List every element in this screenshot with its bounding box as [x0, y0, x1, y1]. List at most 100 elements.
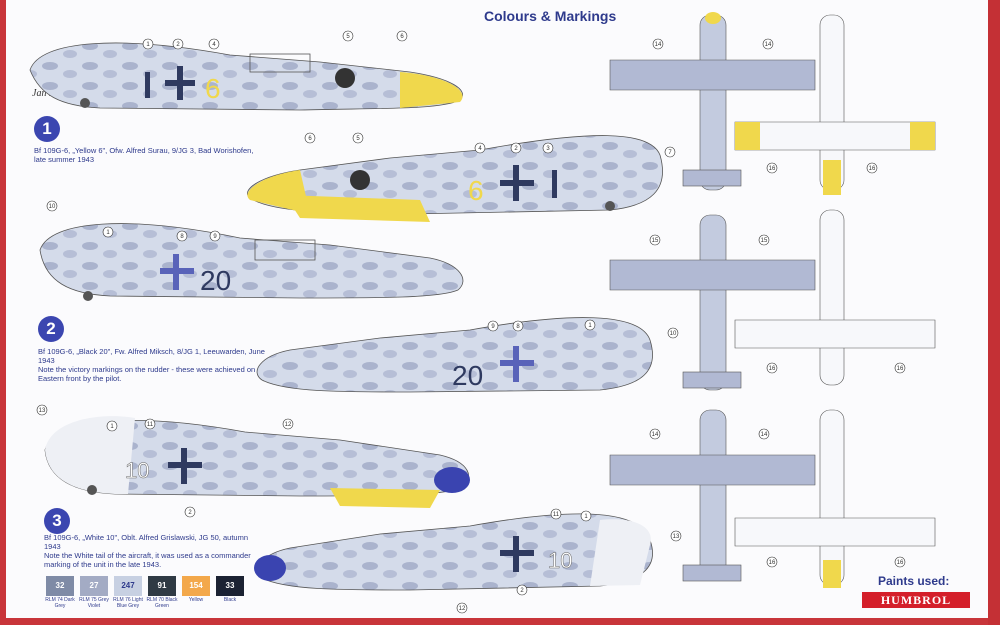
callout-number: 16	[769, 366, 776, 372]
callout-number: 16	[769, 560, 776, 566]
profile-3-right-side	[254, 513, 653, 591]
callout-number: 16	[769, 166, 776, 172]
callout-marker	[46, 200, 58, 212]
callout-marker	[652, 38, 664, 50]
callout-number: 1	[584, 514, 588, 520]
right-border	[988, 0, 1000, 625]
callout-marker	[510, 142, 522, 154]
callout-marker	[766, 362, 778, 374]
callout-number: 16	[869, 166, 876, 172]
callout-marker	[342, 30, 354, 42]
paint-swatch-33: 33	[216, 576, 244, 596]
callout-marker	[36, 404, 48, 416]
top-view-2	[609, 214, 816, 391]
callout-number: 14	[652, 432, 659, 438]
callout-number: 12	[459, 606, 466, 612]
profile-3-left-side	[44, 416, 470, 508]
callout-marker	[176, 230, 188, 242]
paint-swatch-27: 27	[80, 576, 108, 596]
callout-marker	[766, 556, 778, 568]
paint-label-91: RLM 70 Black Green	[146, 597, 178, 609]
callout-marker	[584, 319, 596, 331]
callout-number: 2	[176, 42, 180, 48]
code-black-20: 20	[200, 265, 231, 296]
callout-number: 4	[212, 42, 216, 48]
paint-label-32: RLM 74 Dark Grey	[45, 597, 75, 609]
callout-number: 11	[147, 422, 154, 428]
callout-number: 14	[765, 42, 772, 48]
callout-marker	[282, 418, 294, 430]
callout-number: 16	[897, 560, 904, 566]
callout-number: 2	[514, 146, 518, 152]
callout-number: 14	[761, 432, 768, 438]
callout-marker	[580, 510, 592, 522]
callout-marker	[487, 320, 499, 332]
scheme-caption-3: Bf 109G-6, „White 10", Oblt. Alfred Gris…	[44, 533, 251, 569]
paint-swatch-247: 247	[114, 576, 142, 596]
callout-number: 1	[146, 42, 150, 48]
callout-number: 7	[668, 150, 672, 156]
callout-marker	[894, 362, 906, 374]
callout-marker	[667, 327, 679, 339]
callout-marker	[304, 132, 316, 144]
paint-label-154: Yellow	[188, 597, 204, 603]
under-view-3	[734, 409, 936, 588]
callout-marker	[474, 142, 486, 154]
callout-number: 9	[491, 324, 495, 330]
callout-marker	[762, 38, 774, 50]
scheme-number-2: 2	[38, 316, 64, 342]
scheme-number-1: 1	[34, 116, 60, 142]
callout-number: 13	[39, 408, 46, 414]
paint-swatch-154: 154	[182, 576, 210, 596]
callout-number: 4	[478, 146, 482, 152]
profile-2-left-side	[39, 223, 464, 301]
callout-marker	[649, 428, 661, 440]
callout-marker	[209, 230, 221, 242]
callout-marker	[664, 146, 676, 158]
callout-marker	[144, 418, 156, 430]
callout-marker	[649, 234, 661, 246]
code-black-20-right: 20	[452, 360, 483, 391]
callout-number: 10	[670, 331, 677, 337]
under-view-1	[734, 14, 936, 195]
callout-number: 1	[588, 323, 592, 329]
callout-marker	[758, 428, 770, 440]
callout-marker	[550, 508, 562, 520]
profile-1-left-side	[29, 42, 463, 111]
scheme-number-3: 3	[44, 508, 70, 534]
callout-number: 12	[285, 422, 292, 428]
callout-number: 8	[516, 324, 520, 330]
callout-marker	[456, 602, 468, 614]
humbrol-logo: HUMBROL	[862, 592, 970, 608]
callout-marker	[866, 162, 878, 174]
callout-number: 9	[213, 234, 217, 240]
under-view-2	[734, 209, 936, 386]
code-white-10-right: 10	[548, 548, 572, 573]
callout-marker	[758, 234, 770, 246]
callout-number: 5	[356, 136, 360, 142]
callout-number: 8	[180, 234, 184, 240]
callout-number: 2	[520, 588, 524, 594]
code-yellow-6-right: 6	[468, 175, 484, 206]
top-view-3	[609, 409, 816, 582]
paint-swatch-32: 32	[46, 576, 74, 596]
callout-marker	[670, 530, 682, 542]
callout-marker	[516, 584, 528, 596]
callout-number: 6	[308, 136, 312, 142]
callout-number: 1	[106, 230, 110, 236]
scheme-caption-2: Bf 109G-6, „Black 20", Fw. Alfred Miksch…	[38, 347, 265, 383]
code-white-10: 10	[125, 458, 149, 483]
code-yellow-6: 6	[205, 73, 221, 104]
callout-marker	[766, 162, 778, 174]
callout-number: 11	[553, 512, 560, 518]
callout-marker	[172, 38, 184, 50]
callout-marker	[102, 226, 114, 238]
callout-marker	[542, 142, 554, 154]
callout-number: 1	[110, 424, 114, 430]
callout-number: 3	[546, 146, 550, 152]
profile-2-right-side	[256, 317, 653, 393]
paints-used-label: Paints used:	[878, 574, 950, 588]
callout-marker	[396, 30, 408, 42]
paint-label-33: Black	[223, 597, 237, 603]
